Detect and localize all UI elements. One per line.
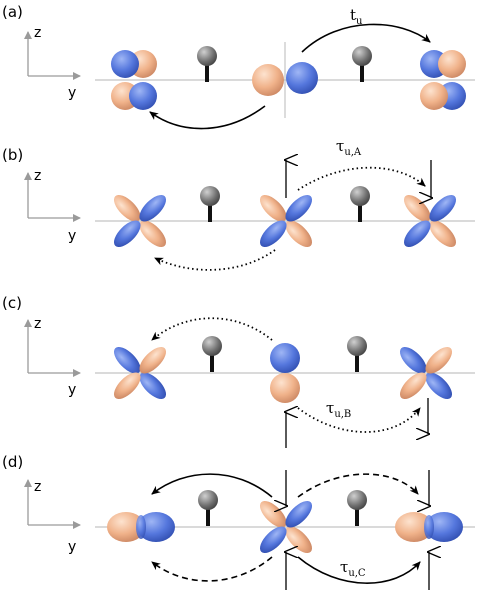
ligand-atom	[198, 490, 218, 526]
orbital-center-a	[252, 62, 318, 96]
hopping-label-c: τu,B	[326, 399, 351, 420]
hopping-arrow	[154, 249, 276, 271]
z-axis-label: z	[34, 168, 41, 184]
y-axis-label: y	[68, 382, 76, 398]
orbital-center-d	[259, 500, 313, 554]
hopping-arrow	[297, 473, 419, 498]
orbital-right-c	[399, 346, 453, 400]
hopping-label-b: τu,A	[336, 137, 362, 158]
ligand-atom	[202, 336, 222, 372]
hopping-arrow	[301, 23, 431, 53]
z-axis-label: z	[34, 479, 41, 495]
ligand-atom	[197, 46, 217, 82]
orbital-right-d	[395, 512, 463, 542]
orbital-center-b	[259, 194, 313, 248]
hopping-arrow	[151, 556, 273, 582]
orbital-left-d	[107, 512, 175, 542]
orbital-right-b	[403, 194, 457, 248]
hopping-arrow	[151, 473, 273, 498]
panel-label-a: (a)	[2, 3, 23, 21]
orbital-left-a	[111, 50, 157, 110]
axis-inset-d: z y	[24, 479, 81, 555]
y-axis-label: y	[68, 228, 76, 244]
ligand-atom	[200, 186, 220, 222]
hopping-label-a: tu	[350, 6, 363, 27]
axis-inset-c: z y	[24, 316, 81, 398]
ligand-atom	[347, 336, 367, 372]
orbital-left-c	[113, 346, 167, 400]
axis-inset-a: z y	[24, 25, 81, 101]
z-axis-label: z	[34, 25, 41, 41]
hopping-label-d: τu,C	[340, 558, 366, 579]
panel-label-c: (c)	[2, 294, 22, 312]
ligand-atom	[352, 46, 372, 82]
ligand-atom	[350, 186, 370, 222]
z-axis-label: z	[34, 316, 41, 332]
hopping-arrow	[297, 166, 426, 191]
orbital-center-c	[270, 343, 300, 403]
panel-label-b: (b)	[2, 146, 23, 164]
hopping-arrow	[297, 556, 421, 584]
orbital-left-b	[113, 194, 167, 248]
ligand-atom	[347, 490, 367, 526]
hopping-arrow	[149, 105, 266, 130]
panel-label-d: (d)	[2, 453, 23, 471]
axis-inset-b: z y	[24, 168, 81, 244]
orbital-right-a	[420, 50, 466, 110]
y-axis-label: y	[68, 85, 76, 101]
y-axis-label: y	[68, 539, 76, 555]
hopping-arrow	[297, 407, 421, 433]
